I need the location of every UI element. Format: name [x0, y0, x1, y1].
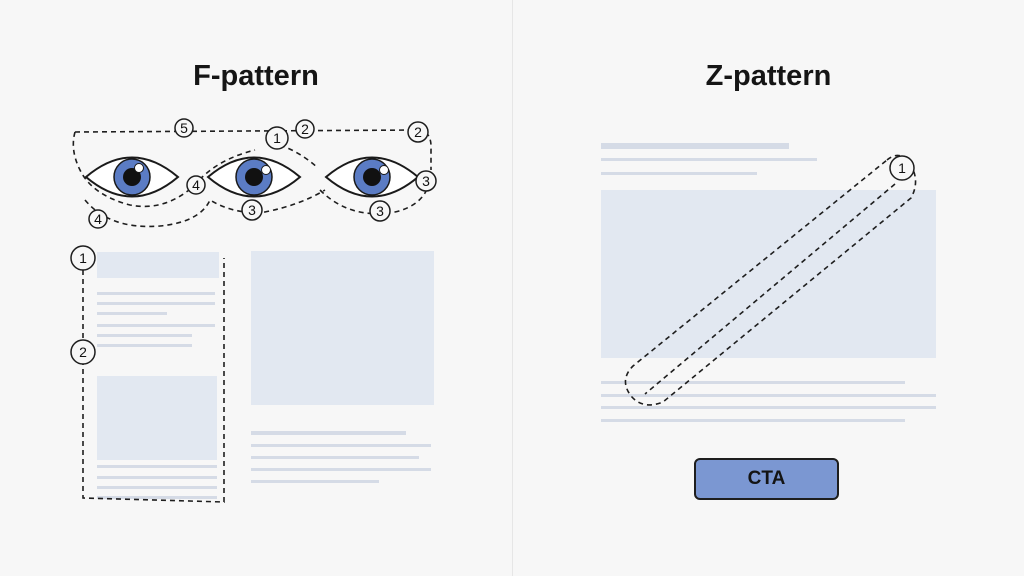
- text-line: [97, 312, 167, 315]
- step-marker: 5: [174, 118, 194, 138]
- f-pattern-diagram: 5 1 2 2 4 3 3 3: [70, 118, 437, 503]
- svg-text:2: 2: [79, 344, 87, 360]
- text-line: [97, 324, 215, 327]
- hero-block: [601, 190, 936, 358]
- text-line: [251, 456, 419, 459]
- text-line: [251, 431, 406, 435]
- text-line: [251, 480, 379, 483]
- step-marker: 4: [88, 209, 108, 229]
- svg-text:1: 1: [898, 160, 906, 176]
- eye-loop-path: [279, 144, 319, 169]
- f-pattern-title: F-pattern: [193, 60, 319, 92]
- header-line: [601, 143, 789, 149]
- step-marker: 2: [407, 121, 429, 143]
- svg-text:5: 5: [180, 120, 188, 136]
- eye-loop-path: [72, 131, 256, 208]
- svg-text:3: 3: [248, 202, 256, 218]
- step-marker: 3: [369, 200, 391, 222]
- step-marker: 4: [186, 175, 206, 195]
- svg-text:2: 2: [301, 121, 309, 137]
- text-line: [601, 406, 936, 409]
- step-marker: 3: [241, 199, 263, 221]
- eye-icon: [206, 156, 302, 198]
- image-block: [251, 251, 434, 405]
- text-line: [97, 465, 217, 468]
- step-marker: 1: [265, 126, 289, 150]
- text-line: [601, 419, 905, 422]
- eye-loop-path: [319, 179, 431, 215]
- svg-text:3: 3: [376, 203, 384, 219]
- text-line: [601, 158, 817, 161]
- cta-button[interactable]: CTA: [694, 458, 839, 500]
- svg-text:4: 4: [192, 177, 200, 193]
- svg-text:1: 1: [273, 130, 281, 146]
- step-marker: 3: [415, 170, 437, 192]
- text-line: [97, 476, 217, 479]
- step-marker: 1: [889, 155, 915, 181]
- image-block: [97, 376, 217, 460]
- z-pattern-title: Z-pattern: [705, 60, 832, 92]
- step-marker: 2: [295, 119, 315, 139]
- text-line: [97, 302, 215, 305]
- vertical-scan-path: [82, 258, 225, 503]
- diagonal-scan-path: [644, 183, 896, 395]
- svg-text:1: 1: [79, 250, 87, 266]
- svg-text:2: 2: [414, 124, 422, 140]
- eye-icon: [324, 156, 420, 198]
- text-line: [251, 468, 431, 471]
- text-line: [97, 486, 217, 489]
- text-line: [601, 381, 905, 384]
- svg-text:3: 3: [422, 173, 430, 189]
- step-marker: 1: [70, 245, 96, 271]
- text-line: [97, 292, 215, 295]
- text-line: [97, 344, 192, 347]
- panel-divider: [512, 0, 513, 576]
- text-line: [601, 394, 936, 397]
- eye-loop-path: [84, 189, 326, 228]
- text-line: [97, 496, 217, 499]
- z-pattern-diagram: 1: [601, 143, 936, 422]
- eye-icon: [84, 156, 180, 198]
- text-line: [251, 444, 431, 447]
- header-block: [97, 252, 219, 278]
- z-pattern-panel: Z-pattern 1 CTA: [513, 0, 1024, 576]
- svg-text:4: 4: [94, 211, 102, 227]
- text-line: [97, 334, 192, 337]
- step-marker: 2: [70, 339, 96, 365]
- text-line: [601, 172, 757, 175]
- f-pattern-panel: F-pattern: [70, 60, 437, 503]
